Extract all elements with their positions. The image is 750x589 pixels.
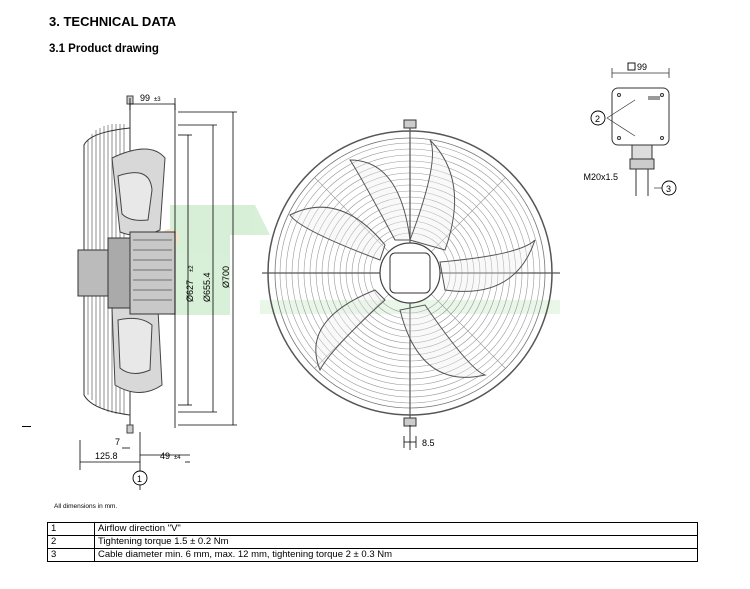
callout-1-circle — [132, 470, 148, 486]
dimension-125-8: 125.8 — [95, 451, 118, 461]
fan-front-view — [262, 119, 560, 427]
diameter-627-tolerance: ±2 — [189, 265, 195, 272]
section-heading: 3. TECHNICAL DATA — [49, 14, 177, 29]
legend-table: 1 Airflow direction "V" 2 Tightening tor… — [47, 522, 698, 562]
thread-size: M20x1.5 — [583, 172, 618, 182]
legend-number: 3 — [47, 548, 95, 562]
callout-3: 3 — [666, 184, 671, 194]
dimension-8-5: 8.5 — [422, 438, 435, 448]
diameter-627: Ø627 — [185, 280, 195, 302]
callout-1: 1 — [137, 474, 142, 484]
dimensions-note: All dimensions in mm. — [54, 503, 118, 510]
callout-2-circle — [590, 110, 606, 126]
table-row: 3 Cable diameter min. 6 mm, max. 12 mm, … — [47, 548, 698, 562]
dimension-49-tolerance: ±4 — [174, 455, 181, 461]
depth-dimension: 99 — [140, 93, 150, 103]
legend-text: Tightening torque 1.5 ± 0.2 Nm — [94, 535, 698, 549]
fan-side-view — [77, 95, 176, 434]
dimension-7: 7 — [115, 437, 120, 447]
subsection-heading: 3.1 Product drawing — [49, 43, 159, 55]
square-symbol-icon — [627, 62, 636, 71]
depth-tolerance: ±3 — [154, 97, 161, 103]
front-dimension-lines — [403, 425, 417, 450]
diameter-700: Ø700 — [221, 266, 231, 288]
diameter-655: Ø655.4 — [202, 272, 212, 302]
legend-number: 1 — [47, 522, 95, 536]
legend-number: 2 — [47, 535, 95, 549]
dimension-49: 49 — [160, 451, 170, 461]
table-row: 1 Airflow direction "V" — [47, 522, 698, 536]
legend-text: Cable diameter min. 6 mm, max. 12 mm, ti… — [94, 548, 698, 562]
legend-text: Airflow direction "V" — [94, 522, 698, 536]
callout-3-circle — [661, 180, 677, 196]
callout-2: 2 — [595, 114, 600, 124]
table-row: 2 Tightening torque 1.5 ± 0.2 Nm — [47, 535, 698, 549]
margin-mark — [22, 426, 31, 427]
terminal-box-detail — [606, 68, 670, 196]
box-dimension: 99 — [637, 62, 647, 72]
